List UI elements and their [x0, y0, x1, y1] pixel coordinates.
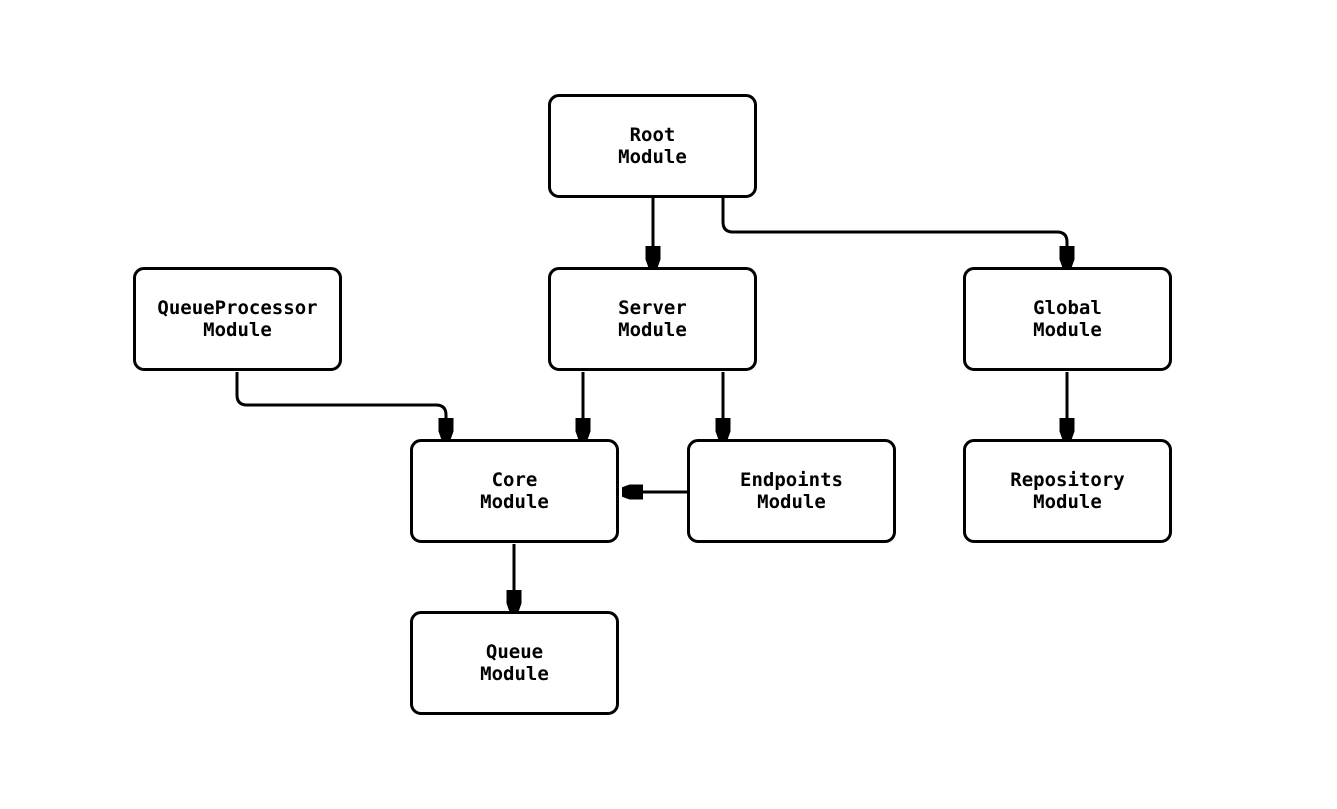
- node-queueprocessor-module: QueueProcessor Module: [133, 267, 342, 371]
- node-label-line2: Module: [757, 491, 826, 513]
- edge-root-to-global: [721, 197, 1067, 264]
- node-global-module: Global Module: [963, 267, 1172, 371]
- node-repository-module: Repository Module: [963, 439, 1172, 543]
- node-label-line2: Module: [480, 491, 549, 513]
- node-label-line1: Repository: [1010, 469, 1125, 491]
- node-core-module: Core Module: [410, 439, 619, 543]
- node-label-line2: Module: [618, 319, 687, 341]
- node-label-line1: Root: [629, 124, 676, 146]
- node-label-line2: Module: [618, 146, 687, 168]
- node-label-line2: Module: [203, 319, 272, 341]
- node-root-module: Root Module: [548, 94, 757, 198]
- node-label-line1: Server: [618, 297, 687, 319]
- node-label-line2: Module: [1033, 491, 1102, 513]
- node-label-line1: Queue: [485, 641, 544, 663]
- node-label-line2: Module: [1033, 319, 1102, 341]
- node-queue-module: Queue Module: [410, 611, 619, 715]
- node-endpoints-module: Endpoints Module: [687, 439, 896, 543]
- node-label-line1: QueueProcessor: [157, 297, 318, 319]
- node-server-module: Server Module: [548, 267, 757, 371]
- node-label-line2: Module: [480, 663, 549, 685]
- node-label-line1: Endpoints: [740, 469, 843, 491]
- edge-queueprocessor-to-core: [235, 372, 446, 436]
- node-label-line1: Core: [491, 469, 538, 491]
- node-label-line1: Global: [1033, 297, 1102, 319]
